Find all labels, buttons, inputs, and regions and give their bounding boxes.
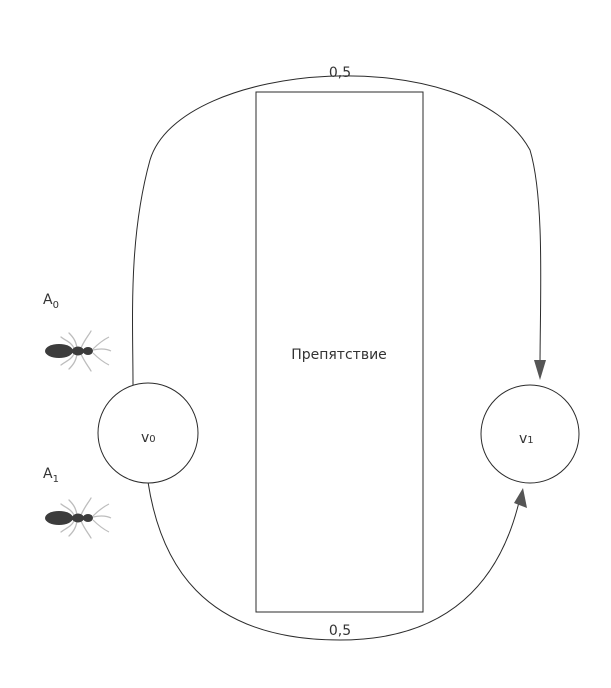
node-v0-label: v0 [141, 430, 156, 446]
obstacle-box [255, 91, 424, 613]
node-v0 [97, 382, 199, 484]
node-v1-label: v1 [519, 431, 534, 447]
edge-bottom-weight: 0,5 [329, 623, 351, 639]
node-v1 [480, 384, 580, 484]
agent-a0-label: A0 [43, 292, 59, 311]
agent-a1-label: A1 [43, 466, 59, 485]
ant-icon [44, 497, 112, 539]
edge-bottom-arrowhead [514, 488, 527, 508]
ant-icon [44, 330, 112, 372]
obstacle-label: Препятствие [291, 347, 387, 363]
edge-bottom [147, 481, 520, 641]
edge-top-arrowhead [534, 360, 546, 380]
edge-top-weight: 0,5 [329, 65, 351, 81]
edge-top [132, 75, 542, 386]
